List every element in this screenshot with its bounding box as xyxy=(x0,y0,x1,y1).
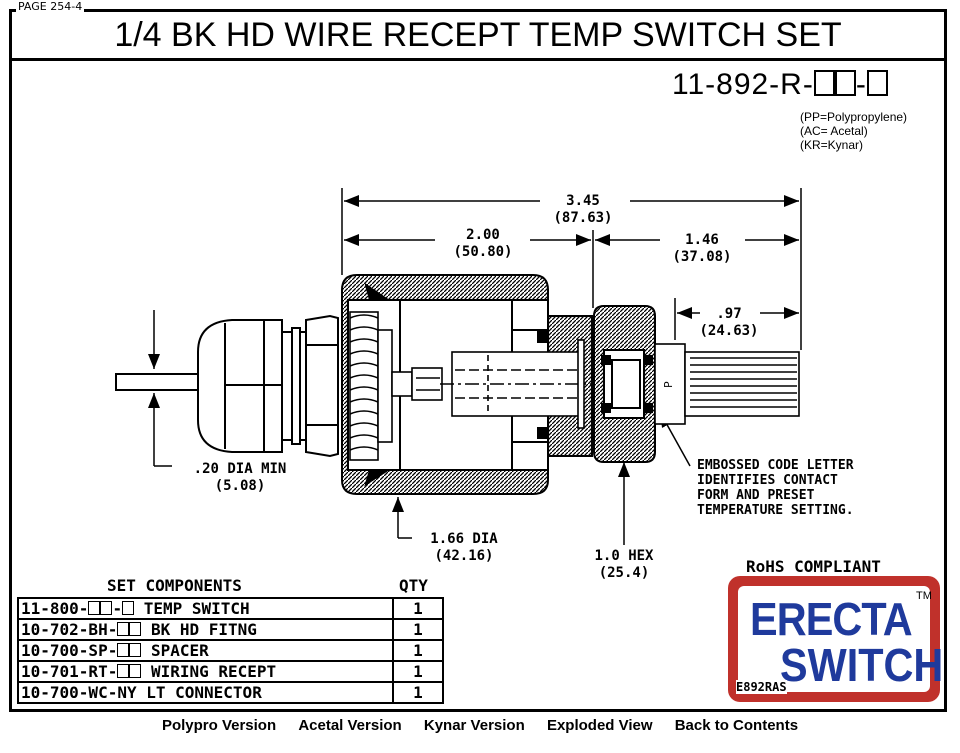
dim-probe-value: .97 xyxy=(716,306,742,322)
logo-erecta-text: ERECTA xyxy=(750,593,913,645)
material-legend-item: (PP=Polypropylene) xyxy=(800,110,908,124)
material-legend-item: (AC= Acetal) xyxy=(800,124,868,138)
dim-dia-metric: (42.16) xyxy=(434,548,494,564)
dim-hex-metric: (25.4) xyxy=(598,565,650,581)
component-qty: 1 xyxy=(392,618,444,641)
dim-body: 2.00 (50.80) xyxy=(432,227,534,261)
dim-hex-value: 1.0 HEX xyxy=(594,548,654,564)
code-box xyxy=(122,601,135,615)
part-number-prefix: 11-892-R- xyxy=(672,68,814,101)
note-line: FORM AND PRESET xyxy=(697,488,815,503)
set-components-heading: SET COMPONENTS xyxy=(107,576,242,595)
page-label: PAGE 254-4 xyxy=(16,0,85,13)
dim-overall-metric: (87.63) xyxy=(553,210,613,226)
code-box xyxy=(117,664,130,678)
erecta-switch-logo: ERECTA SWITCH TM E892RAS xyxy=(728,576,943,702)
code-box xyxy=(129,664,142,678)
lock-nut xyxy=(305,314,339,458)
component-qty: 1 xyxy=(392,681,444,704)
dim-overall: 3.45 (87.63) xyxy=(536,193,630,227)
dim-body-metric: (50.80) xyxy=(453,244,513,260)
dim-dia-value: 1.66 DIA xyxy=(430,531,498,547)
dim-body-value: 2.00 xyxy=(466,227,500,243)
embossed-code-note: EMBOSSED CODE LETTER IDENTIFIES CONTACT … xyxy=(697,458,854,518)
footer-nav: Polypro Version Acetal Version Kynar Ver… xyxy=(0,717,960,734)
contact-code-box xyxy=(866,70,888,96)
qty-heading: QTY xyxy=(399,576,428,595)
part-number-separator: - xyxy=(855,68,867,101)
dimension-lines xyxy=(148,188,802,545)
code-box xyxy=(100,601,113,615)
note-line: TEMPERATURE SETTING. xyxy=(697,503,854,518)
material-legend-item: (KR=Kynar) xyxy=(800,138,864,152)
note-line: EMBOSSED CODE LETTER xyxy=(697,458,854,473)
component-name-part: BK HD FITNG xyxy=(141,620,257,639)
dim-probe-metric: (24.63) xyxy=(699,323,759,339)
trademark-mark: TM xyxy=(916,590,932,602)
dim-cable-metric: (5.08) xyxy=(214,478,266,494)
rohs-label: RoHS COMPLIANT xyxy=(746,557,881,576)
component-row: 10-700-WC-NY LT CONNECTOR 1 xyxy=(17,681,444,704)
logo-switch-text: SWITCH xyxy=(780,639,944,691)
component-name-part: TEMP SWITCH xyxy=(134,599,250,618)
component-name: 10-702-BH- BK HD FITNG xyxy=(17,618,394,641)
component-name-part: 11-800- xyxy=(21,599,89,618)
component-name-part: 10-700-SP- xyxy=(21,641,118,660)
wiring-receptacle xyxy=(349,311,443,461)
dim-switch-metric: (37.08) xyxy=(672,249,732,265)
dim-switch-value: 1.46 xyxy=(685,232,719,248)
component-name: 10-700-SP- SPACER xyxy=(17,639,394,662)
dim-hex: 1.0 HEX (25.4) xyxy=(578,548,670,582)
code-box xyxy=(117,622,130,636)
link-exploded-view[interactable]: Exploded View xyxy=(546,717,653,734)
logo-panel: ERECTA SWITCH TM xyxy=(738,586,943,692)
dim-overall-value: 3.45 xyxy=(566,193,600,209)
drawing-code: E892RAS xyxy=(736,680,787,694)
cable xyxy=(115,373,207,391)
material-legend: (PP=Polypropylene) (AC= Acetal) (KR=Kyna… xyxy=(800,110,907,152)
component-name: 11-800- - TEMP SWITCH xyxy=(17,597,394,620)
probe-code-letter: P xyxy=(662,381,675,388)
dim-dia: 1.66 DIA (42.16) xyxy=(408,531,520,565)
dim-cable: .20 DIA MIN (5.08) xyxy=(170,461,310,495)
component-name-part: - xyxy=(112,599,123,618)
link-acetal-version[interactable]: Acetal Version xyxy=(298,717,402,734)
hex-body xyxy=(593,305,656,463)
component-name-part: 10-702-BH- xyxy=(21,620,118,639)
component-qty: 1 xyxy=(392,597,444,620)
component-name-part: SPACER xyxy=(141,641,209,660)
drawing-frame xyxy=(9,9,947,712)
code-box xyxy=(117,643,130,657)
component-name-part: WIRING RECEPT xyxy=(141,662,277,681)
material-code-box xyxy=(834,70,856,96)
component-name-part: 10-701-RT- xyxy=(21,662,118,681)
part-number: 11-892-R- - xyxy=(672,68,888,102)
link-kynar-version[interactable]: Kynar Version xyxy=(423,717,525,734)
note-line: IDENTIFIES CONTACT xyxy=(697,473,838,488)
component-qty: 1 xyxy=(392,660,444,683)
dim-cable-value: .20 DIA MIN xyxy=(193,461,287,477)
code-box xyxy=(129,643,142,657)
component-name: 10-700-WC-NY LT CONNECTOR xyxy=(17,681,394,704)
link-back-to-contents[interactable]: Back to Contents xyxy=(674,717,799,734)
component-name-part: 10-700-WC-NY LT CONNECTOR xyxy=(21,683,262,702)
switch-stem xyxy=(440,339,600,429)
code-box xyxy=(88,601,101,615)
dim-switch: 1.46 (37.08) xyxy=(656,232,748,266)
component-row: 11-800- - TEMP SWITCH 1 xyxy=(17,597,444,620)
dim-probe: .97 (24.63) xyxy=(696,306,762,340)
component-qty: 1 xyxy=(392,639,444,662)
material-code-box xyxy=(813,70,835,96)
code-box xyxy=(129,622,142,636)
liquid-tight-connector xyxy=(197,319,307,453)
temperature-probe xyxy=(654,343,800,425)
page-title: 1/4 BK HD WIRE RECEPT TEMP SWITCH SET xyxy=(12,12,944,61)
link-polypro-version[interactable]: Polypro Version xyxy=(161,717,277,734)
component-name: 10-701-RT- WIRING RECEPT xyxy=(17,660,394,683)
